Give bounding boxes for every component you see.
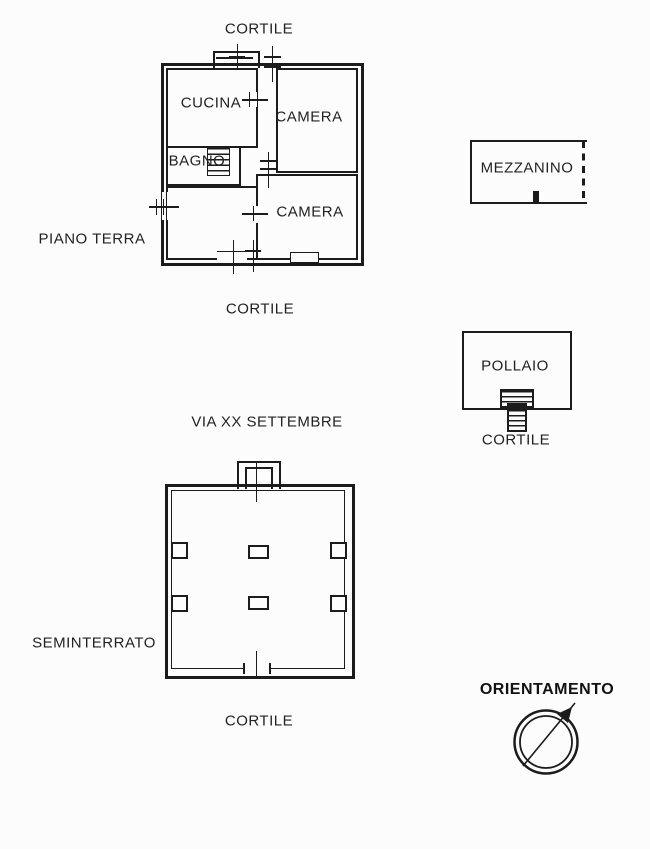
terrace-inner-line — [216, 57, 253, 59]
mezzanine-outline — [470, 140, 587, 204]
door-marker-tick — [260, 160, 276, 162]
wall-pilaster — [330, 542, 347, 559]
orientation-label: ORIENTAMENTO — [479, 681, 615, 698]
courtyard-label-henhouse: CORTILE — [481, 431, 551, 449]
door-marker-tick — [245, 250, 261, 252]
window-marker-tick — [264, 56, 281, 58]
door-marker — [255, 463, 257, 502]
door-marker-tick — [260, 168, 276, 170]
wall-end-cap — [269, 663, 271, 674]
window-symbol — [290, 252, 319, 263]
threshold-line — [217, 251, 247, 252]
corridor-door-opening — [250, 206, 259, 223]
mezzanine-label: MEZZANINO — [480, 159, 574, 177]
door-marker-tick — [256, 92, 258, 107]
ground-floor-outer-wall — [161, 63, 364, 266]
north-arrow-icon — [557, 707, 572, 723]
door-marker — [232, 240, 234, 274]
courtyard-label-mid: CORTILE — [225, 300, 295, 318]
wall-pilaster — [171, 542, 188, 559]
door-marker — [267, 152, 269, 188]
basement-inner-wall — [171, 490, 345, 669]
wall-pilaster — [330, 595, 347, 612]
bathroom-room — [166, 146, 241, 186]
door-marker — [255, 651, 257, 679]
door-marker-tick — [248, 92, 250, 107]
compass-icon — [513, 702, 579, 775]
pillar — [248, 545, 269, 559]
window-marker-tick — [229, 56, 245, 58]
door-marker-tick — [252, 206, 254, 221]
stairs-icon — [207, 147, 230, 176]
window-marker — [149, 206, 179, 208]
pillar — [248, 596, 269, 610]
bedroom-top-room — [276, 68, 358, 173]
wall-pilaster — [171, 595, 188, 612]
basement-entry-inner — [245, 467, 273, 489]
basement-door-opening — [245, 662, 269, 675]
window-marker-tick — [162, 199, 164, 215]
basement-entry-outline — [237, 461, 281, 489]
window-marker-tick — [155, 199, 157, 215]
ladder-icon — [507, 403, 527, 432]
bottom-door-opening — [217, 249, 247, 262]
ground-floor-label: PIANO TERRA — [38, 230, 146, 248]
street-label: VIA XX SETTEMBRE — [191, 413, 343, 431]
bedroom-bottom-label: CAMERA — [276, 203, 344, 221]
basement-outer-wall — [165, 484, 355, 679]
door-marker — [252, 240, 254, 272]
window-marker — [271, 46, 273, 82]
door-marker — [242, 213, 268, 215]
kitchen-label: CUCINA — [180, 94, 242, 112]
bathroom-label: BAGNO — [168, 152, 226, 170]
henhouse-label: POLLAIO — [481, 357, 549, 375]
mezzanine-dashed-wall — [582, 141, 585, 198]
window-marker-tick — [264, 66, 281, 68]
basement-label: SEMINTERRATO — [32, 634, 156, 652]
courtyard-label-top: CORTILE — [224, 20, 294, 38]
mezzanine-access-marker — [533, 191, 539, 202]
door-marker — [242, 99, 268, 101]
wall-end-cap — [243, 663, 245, 674]
bedroom-top-label: CAMERA — [275, 108, 343, 126]
courtyard-label-bottom: CORTILE — [224, 712, 294, 730]
